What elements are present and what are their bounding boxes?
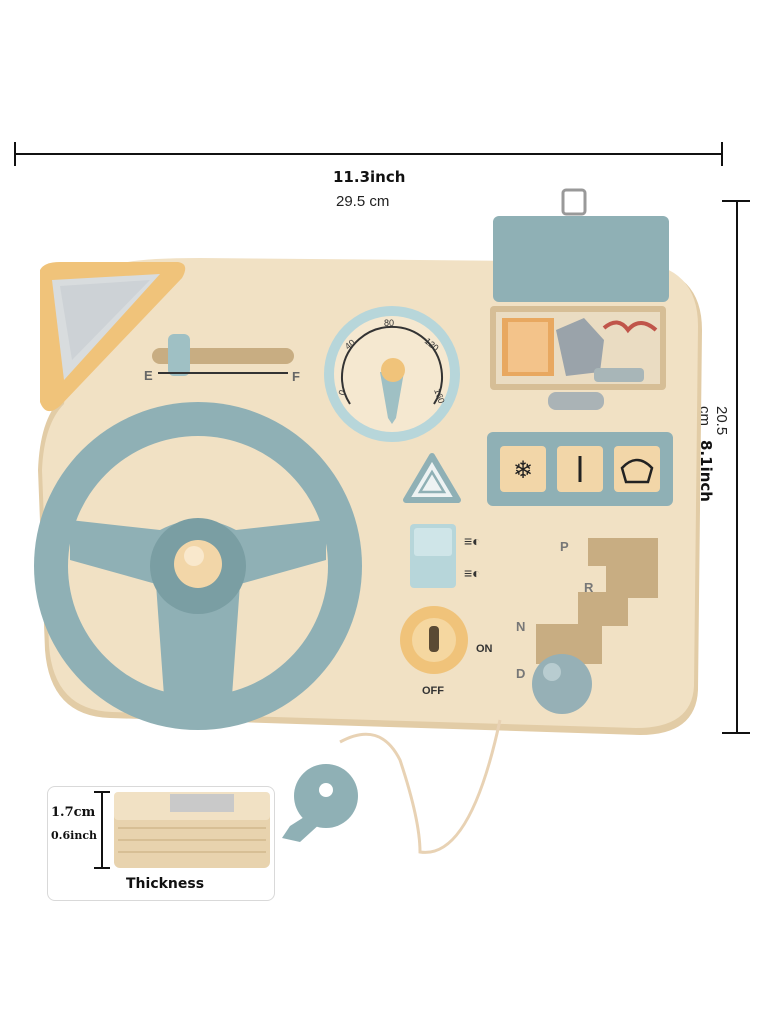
speedometer-arc	[341, 325, 443, 405]
width-cm-label: 29.5 cm	[336, 193, 390, 210]
horn-button-top	[184, 546, 204, 566]
width-dimension-line	[15, 153, 723, 155]
thickness-cm-label: 1.7cm	[51, 805, 96, 820]
width-inch-label: 11.3inch	[333, 168, 406, 186]
climate-button-snowflake	[500, 446, 546, 492]
documents-item-back	[508, 322, 548, 372]
thickness-inch-label: 0.6inch	[51, 829, 98, 842]
thickness-board-edge	[114, 792, 270, 868]
height-dimension-top-cap	[722, 200, 750, 202]
speedometer-knob	[381, 358, 405, 382]
high-beam-icon: ≡◐	[464, 533, 481, 549]
speed-tick-160: 160	[432, 387, 447, 405]
thickness-top-cap	[94, 791, 110, 793]
fuel-empty-label: E	[144, 368, 153, 383]
fuel-full-label: F	[292, 369, 300, 384]
thickness-bottom-cap	[94, 867, 110, 869]
hazard-button	[403, 453, 461, 503]
visor-panel	[493, 216, 669, 302]
gear-r-label: R	[584, 580, 594, 595]
key-hole	[319, 783, 333, 797]
visor-hook	[561, 188, 587, 216]
flashlight-item	[594, 368, 644, 382]
gear-slot	[536, 538, 658, 664]
width-dimension-left-cap	[14, 142, 16, 166]
width-dimension-right-cap	[721, 142, 723, 166]
speed-tick-0: 0	[336, 389, 347, 397]
defrost-icon	[620, 458, 654, 484]
gear-p-label: P	[560, 539, 569, 554]
climate-button-defrost	[614, 446, 660, 492]
thickness-dimension-line	[101, 792, 103, 868]
key-string	[339, 719, 502, 854]
gear-knob-highlight	[543, 663, 561, 681]
hazard-icon	[417, 469, 447, 494]
thickness-title: Thickness	[126, 876, 205, 892]
gear-knob	[532, 654, 592, 714]
light-switch-top	[414, 528, 452, 556]
snowflake-icon: ❄	[513, 457, 533, 484]
compartment-latch	[548, 392, 604, 410]
height-dimension-line	[736, 201, 738, 733]
gear-d-label: D	[516, 666, 525, 681]
speed-tick-40: 40	[343, 337, 357, 351]
sunglasses-item	[602, 320, 658, 334]
mirror-shine	[60, 280, 150, 360]
height-dimension-bottom-cap	[722, 732, 750, 734]
ignition-keyhole	[429, 626, 439, 652]
speedometer-needle	[380, 372, 404, 424]
gloves-item	[556, 318, 604, 376]
ignition-off-label: OFF	[422, 685, 444, 697]
low-beam-icon: ≡◐	[464, 565, 481, 581]
speed-tick-80: 80	[384, 318, 394, 328]
ignition-on-label: ON	[476, 643, 493, 655]
gear-n-label: N	[516, 619, 525, 634]
fuel-slider	[168, 334, 190, 376]
key-blade	[282, 812, 322, 842]
